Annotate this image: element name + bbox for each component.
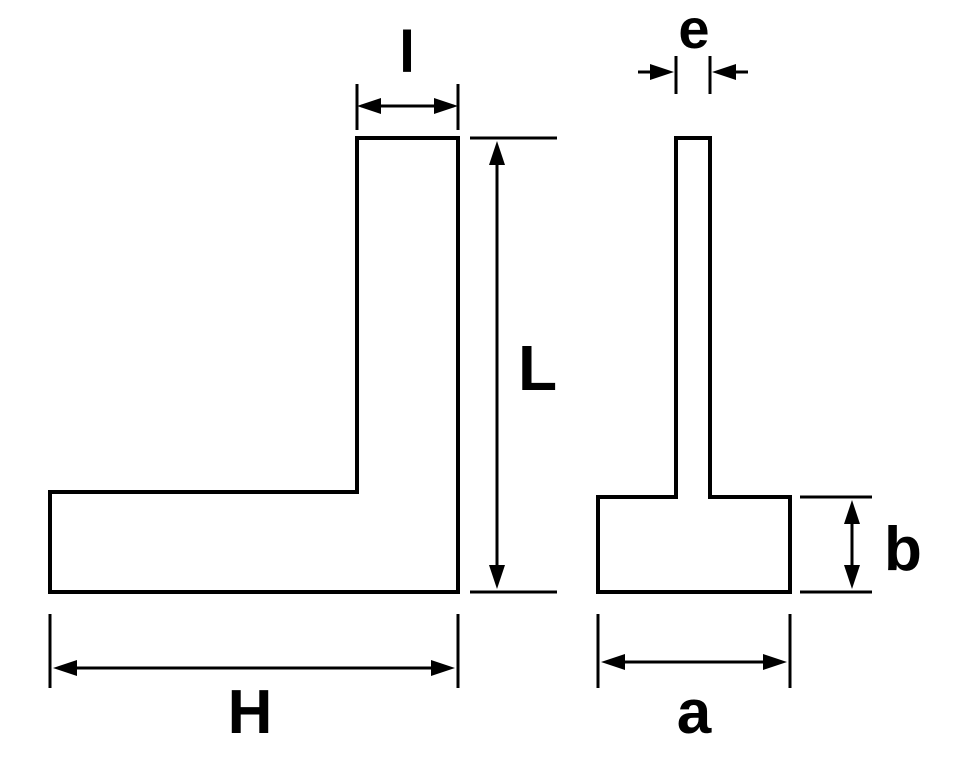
- dimension-blade-thickness: e: [638, 0, 748, 94]
- arrowhead-down-icon: [844, 565, 860, 589]
- arrowhead-right-icon: [650, 64, 674, 80]
- front-view: l L H: [48, 20, 557, 747]
- t-profile-shape: [596, 136, 792, 594]
- dimension-label-b: b: [884, 515, 922, 584]
- dimension-base-length: H: [48, 614, 460, 747]
- dimension-label-L: L: [518, 332, 557, 404]
- arrowhead-left-icon: [53, 660, 77, 676]
- dimension-blade-length: L: [470, 136, 557, 594]
- side-view: e b a: [596, 0, 922, 747]
- arrowhead-right-icon: [434, 98, 458, 114]
- dimension-blade-width: l: [355, 20, 460, 130]
- dimension-label-a: a: [677, 678, 712, 747]
- arrowhead-left-icon: [601, 654, 625, 670]
- l-profile-shape: [48, 136, 460, 594]
- arrowhead-left-icon: [712, 64, 736, 80]
- dimension-label-e: e: [678, 0, 709, 60]
- dimension-base-height: b: [800, 495, 922, 594]
- dimension-label-H: H: [228, 678, 273, 747]
- arrowhead-up-icon: [489, 141, 505, 165]
- dimension-base-width: a: [596, 614, 792, 747]
- arrowhead-right-icon: [431, 660, 455, 676]
- arrowhead-up-icon: [844, 500, 860, 524]
- arrowhead-left-icon: [357, 98, 381, 114]
- dimension-label-l: l: [399, 20, 415, 85]
- arrowhead-down-icon: [489, 565, 505, 589]
- arrowhead-right-icon: [763, 654, 787, 670]
